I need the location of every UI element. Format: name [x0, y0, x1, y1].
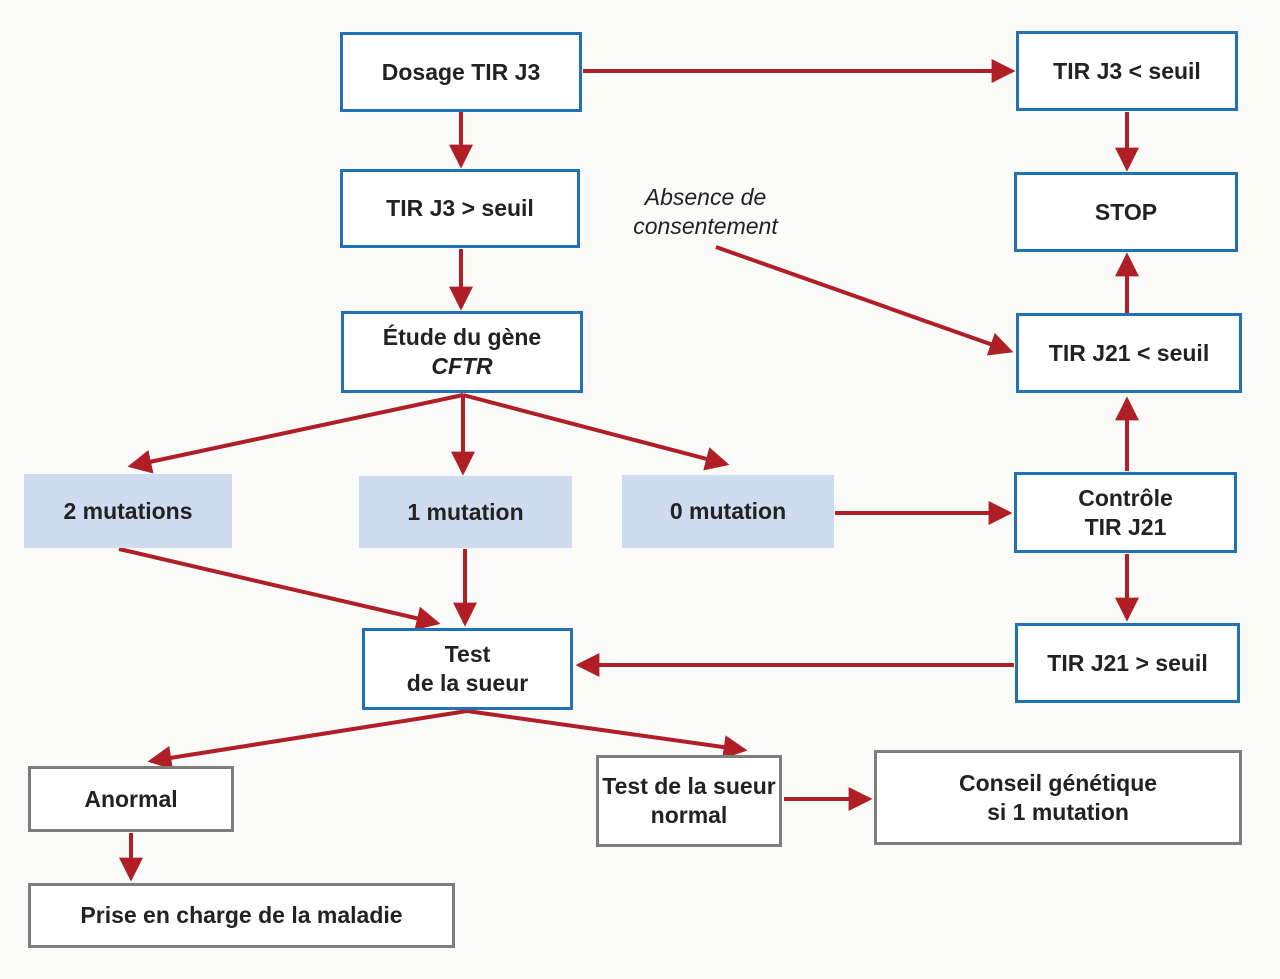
test-de-la-sueur-label: Test de la sueur — [406, 641, 529, 696]
node-tir-j3-sup-seuil: TIR J3 > seuil — [340, 169, 580, 248]
prise-en-charge-label: Prise en charge de la maladie — [80, 902, 403, 929]
conseil-genetique-label: Conseil génétique si 1 mutation — [958, 769, 1158, 825]
tir-j3-inf-seuil-label: TIR J3 < seuil — [1053, 57, 1201, 84]
arrow-test-to-normal — [466, 709, 748, 760]
node-stop: STOP — [1014, 172, 1238, 252]
arrow-absence-to-tirj21-inf — [715, 245, 1014, 356]
0-mutation-label: 0 mutation — [669, 498, 787, 525]
absence-consentement-text: Absence de consentement — [633, 184, 778, 239]
node-test-sueur-normal: Test de la sueur normal — [596, 755, 782, 847]
etude-gene-label-line1: Étude du gène — [382, 324, 542, 351]
label-absence-de-consentement: Absence de consentement — [598, 180, 813, 244]
stop-label: STOP — [1094, 198, 1158, 225]
node-2-mutations: 2 mutations — [24, 474, 232, 548]
arrow-2mutations-to-test — [118, 547, 441, 631]
tir-j3-sup-seuil-label: TIR J3 > seuil — [386, 195, 534, 222]
node-anormal: Anormal — [28, 766, 234, 832]
2-mutations-label: 2 mutations — [63, 497, 193, 524]
1-mutation-label: 1 mutation — [407, 498, 524, 525]
arrow-etude-to-2mutations — [127, 393, 464, 474]
controle-tir-j21-label: Contrôle TIR J21 — [1078, 484, 1173, 540]
node-conseil-genetique: Conseil génétique si 1 mutation — [874, 750, 1242, 845]
node-tir-j21-sup-seuil: TIR J21 > seuil — [1015, 623, 1240, 703]
anormal-label: Anormal — [84, 785, 178, 812]
etude-gene-label-line2: CFTR — [431, 353, 493, 379]
node-test-de-la-sueur: Test de la sueur — [362, 628, 573, 710]
dosage-tir-j3-label: Dosage TIR J3 — [381, 58, 541, 85]
node-dosage-tir-j3: Dosage TIR J3 — [340, 32, 582, 112]
arrow-etude-to-0mutation — [462, 393, 730, 471]
tir-j21-sup-seuil-label: TIR J21 > seuil — [1047, 649, 1208, 676]
node-prise-en-charge: Prise en charge de la maladie — [28, 883, 455, 948]
node-etude-gene-cftr: Étude du gène CFTR — [341, 311, 583, 393]
test-sueur-normal-label: Test de la sueur normal — [602, 773, 776, 828]
node-tir-j3-inf-seuil: TIR J3 < seuil — [1016, 31, 1238, 111]
arrow-test-to-anormal — [147, 709, 468, 770]
node-1-mutation: 1 mutation — [359, 476, 572, 548]
node-tir-j21-inf-seuil: TIR J21 < seuil — [1016, 313, 1242, 393]
tir-j21-inf-seuil-label: TIR J21 < seuil — [1048, 339, 1210, 366]
node-0-mutation: 0 mutation — [622, 475, 834, 548]
node-controle-tir-j21: Contrôle TIR J21 — [1014, 472, 1237, 553]
